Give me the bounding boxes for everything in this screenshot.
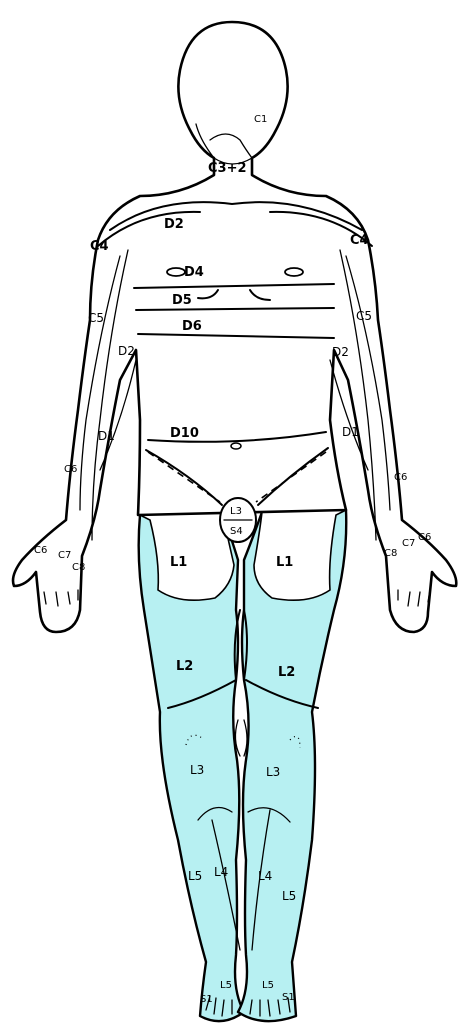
label-l3-left: L3 xyxy=(266,765,280,779)
label-c6-hand-left: C6 xyxy=(418,532,431,543)
label-s1-left: S1 xyxy=(282,992,295,1003)
label-d2-arm-right: D2 xyxy=(118,344,135,358)
label-l3-right: L3 xyxy=(190,763,204,777)
label-c8-hand-right: C8 xyxy=(72,562,85,573)
label-l5-foot-left: L5 xyxy=(262,980,274,991)
label-l1-right: L1 xyxy=(170,555,187,570)
label-c6-forearm-right: C6 xyxy=(64,464,77,475)
label-l4-right: L4 xyxy=(214,865,228,879)
label-c6-hand-right: C6 xyxy=(34,545,47,556)
label-l3-groin: L3 xyxy=(230,506,242,517)
label-c5-left: C5 xyxy=(356,309,372,323)
label-l1-left: L1 xyxy=(276,555,293,570)
label-c1: C1 xyxy=(254,114,267,125)
label-l5-left: L5 xyxy=(282,889,296,903)
label-d6: D6 xyxy=(182,319,202,334)
label-c8-hand-left: C8 xyxy=(384,548,397,559)
label-s4: S4 xyxy=(230,526,243,537)
legs xyxy=(139,510,347,1021)
label-l5-foot-right: L5 xyxy=(220,980,232,991)
label-d1-right: D1 xyxy=(98,429,115,443)
label-d2-arm-left: D2 xyxy=(332,345,349,359)
label-d10: D10 xyxy=(170,426,199,441)
label-l2-left: L2 xyxy=(278,665,295,680)
label-s1-right: S1 xyxy=(200,994,213,1005)
label-l4-left: L4 xyxy=(258,869,272,883)
label-c5-right: C5 xyxy=(88,311,104,325)
label-c4-left: C4 xyxy=(350,233,369,248)
label-c7-hand-right: C7 xyxy=(58,550,71,561)
label-d1-left: D1 xyxy=(342,425,359,439)
label-d4: D4 xyxy=(184,265,204,280)
label-d5: D5 xyxy=(172,293,192,308)
label-l2-right: L2 xyxy=(176,659,193,674)
label-c6-forearm-left: C6 xyxy=(394,472,407,483)
label-c7-hand-left: C7 xyxy=(402,538,415,549)
label-d2-chest: D2 xyxy=(164,217,184,232)
label-c4-right: C4 xyxy=(90,239,109,254)
label-l5-right: L5 xyxy=(188,869,202,883)
label-c3-2: C3+2 xyxy=(208,161,247,176)
